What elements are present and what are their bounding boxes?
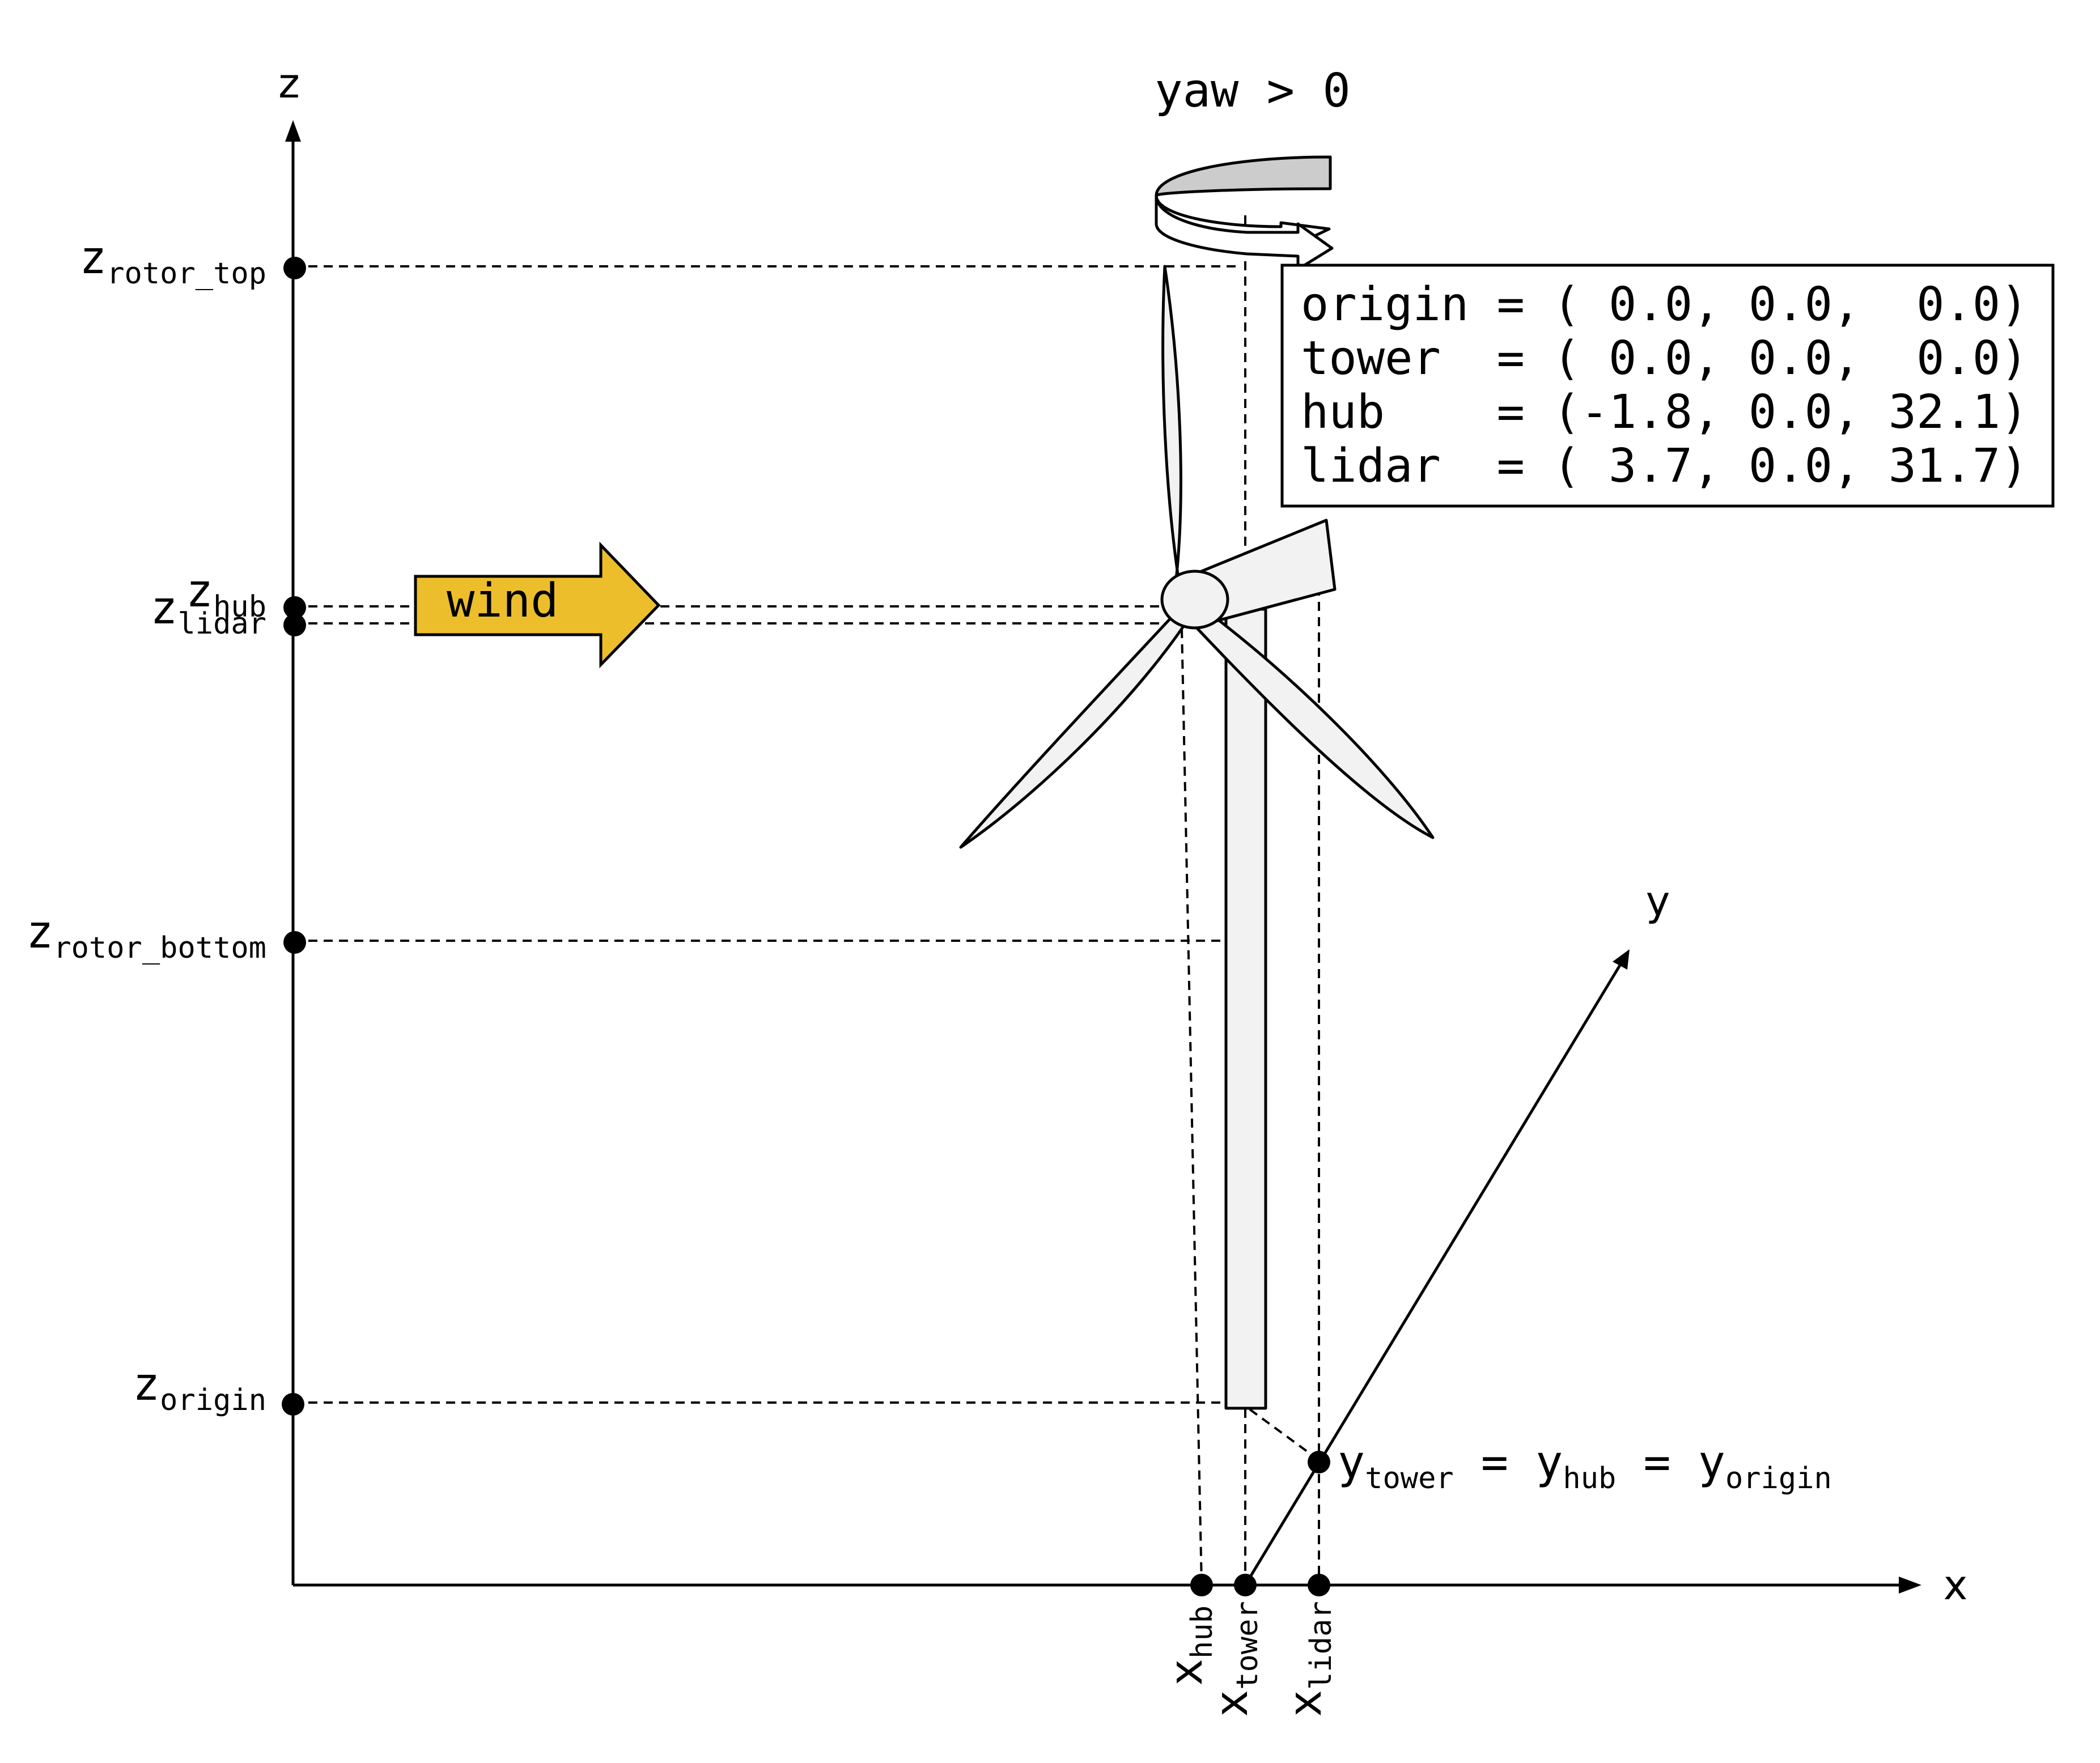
label-x-hub-base: x (1160, 1659, 1212, 1686)
yaw-arrow-head (1155, 194, 1334, 271)
label-x-lidar-base: x (1279, 1690, 1331, 1717)
z-marker-labels: zrotor_top zhub zlidar zrotor_bottom zor… (26, 231, 266, 1417)
points (282, 257, 1330, 1596)
coordinates-frame (1280, 264, 2055, 508)
point-x-hub (1190, 1574, 1213, 1596)
point-z-rotor-bottom (283, 931, 306, 954)
tower (1224, 608, 1267, 1410)
y-axis-label: y (1646, 877, 1670, 925)
label-x-hub-sub: hub (1185, 1605, 1219, 1659)
label-x-lidar: xlidar (1279, 1601, 1338, 1717)
point-z-origin (282, 1393, 304, 1416)
y-rel-4-base: y (1698, 1436, 1725, 1489)
coordinates-line-origin: origin = ( 0.0, 0.0, 0.0) (1301, 278, 2029, 332)
label-z-hub-sub: hub (213, 590, 266, 624)
label-x-tower-sub: tower (1231, 1601, 1265, 1690)
point-x-lidar (1308, 1574, 1330, 1596)
point-y (1308, 1451, 1330, 1473)
label-z-lidar-sub: lidar (177, 607, 266, 641)
x-axis-label: x (1944, 1561, 1968, 1609)
label-z-origin: zorigin (133, 1358, 266, 1417)
axes: z x y (278, 60, 1967, 1609)
coordinates-line-tower: tower = ( 0.0, 0.0, 0.0) (1301, 332, 2029, 385)
label-z-rotor-top: zrotor_top (79, 231, 266, 291)
wind-turbine (959, 265, 1435, 1410)
label-z-lidar: zlidar (150, 581, 266, 641)
label-x-tower-base: x (1205, 1690, 1258, 1717)
y-rel-3-base: = (1616, 1436, 1698, 1489)
y-rel-2-sub: hub (1563, 1462, 1616, 1496)
z-axis-arrowhead (285, 120, 301, 142)
wind-arrow: wind (414, 541, 661, 669)
yaw-arrow: yaw > 0 (1155, 64, 1351, 271)
label-z-origin-sub: origin (160, 1383, 266, 1417)
yaw-band-back (1155, 155, 1332, 197)
label-z-hub: zhub (186, 564, 266, 624)
y-rel-0-base: y (1338, 1436, 1365, 1489)
hub-drop-line (1181, 628, 1203, 1586)
yaw-label: yaw > 0 (1155, 64, 1351, 118)
blade-up (1161, 265, 1183, 604)
wind-label: wind (447, 574, 558, 628)
wind-arrow-shape (414, 541, 661, 669)
coordinates-line-lidar: lidar = ( 3.7, 0.0, 31.7) (1301, 439, 2029, 493)
y-axis (1244, 962, 1623, 1586)
y-rel-0-sub: tower (1365, 1462, 1454, 1496)
blade-left (959, 606, 1189, 849)
origin-to-y-line (1249, 1408, 1319, 1460)
label-x-tower: xtower (1205, 1601, 1265, 1717)
label-z-lidar-base: z (150, 581, 177, 634)
y-rel-1-base: = (1454, 1436, 1536, 1489)
hub-cone (1160, 570, 1229, 630)
label-y-relation: ytower = yhub = yorigin (1338, 1436, 1832, 1496)
x-axis-arrowhead (1899, 1577, 1921, 1594)
label-z-rotor-top-base: z (79, 231, 107, 284)
label-z-origin-base: z (133, 1358, 160, 1411)
label-z-rotor-bottom-sub: rotor_bottom (53, 931, 266, 965)
x-marker-labels: xhub xtower xlidar (1160, 1601, 1338, 1717)
blade-right (1190, 608, 1435, 839)
label-z-hub-base: z (186, 564, 213, 617)
point-x-tower (1234, 1574, 1257, 1596)
point-z-hub (283, 596, 306, 619)
label-z-rotor-bottom: zrotor_bottom (26, 906, 266, 965)
coordinates-line-hub: hub = (-1.8, 0.0, 32.1) (1301, 385, 2029, 439)
y-rel-2-base: y (1535, 1436, 1563, 1489)
z-axis-label: z (278, 60, 300, 107)
coordinates-box: origin = ( 0.0, 0.0, 0.0) tower = ( 0.0,… (1280, 264, 2055, 508)
y-axis-arrowhead (1613, 949, 1630, 970)
point-z-rotor-top (283, 257, 306, 279)
label-z-rotor-top-sub: rotor_top (107, 257, 266, 291)
y-rel-4-sub: origin (1725, 1462, 1832, 1496)
label-x-hub: xhub (1160, 1605, 1219, 1686)
label-x-lidar-sub: lidar (1304, 1601, 1338, 1690)
label-z-rotor-bottom-base: z (26, 906, 53, 958)
point-z-lidar (283, 614, 306, 636)
